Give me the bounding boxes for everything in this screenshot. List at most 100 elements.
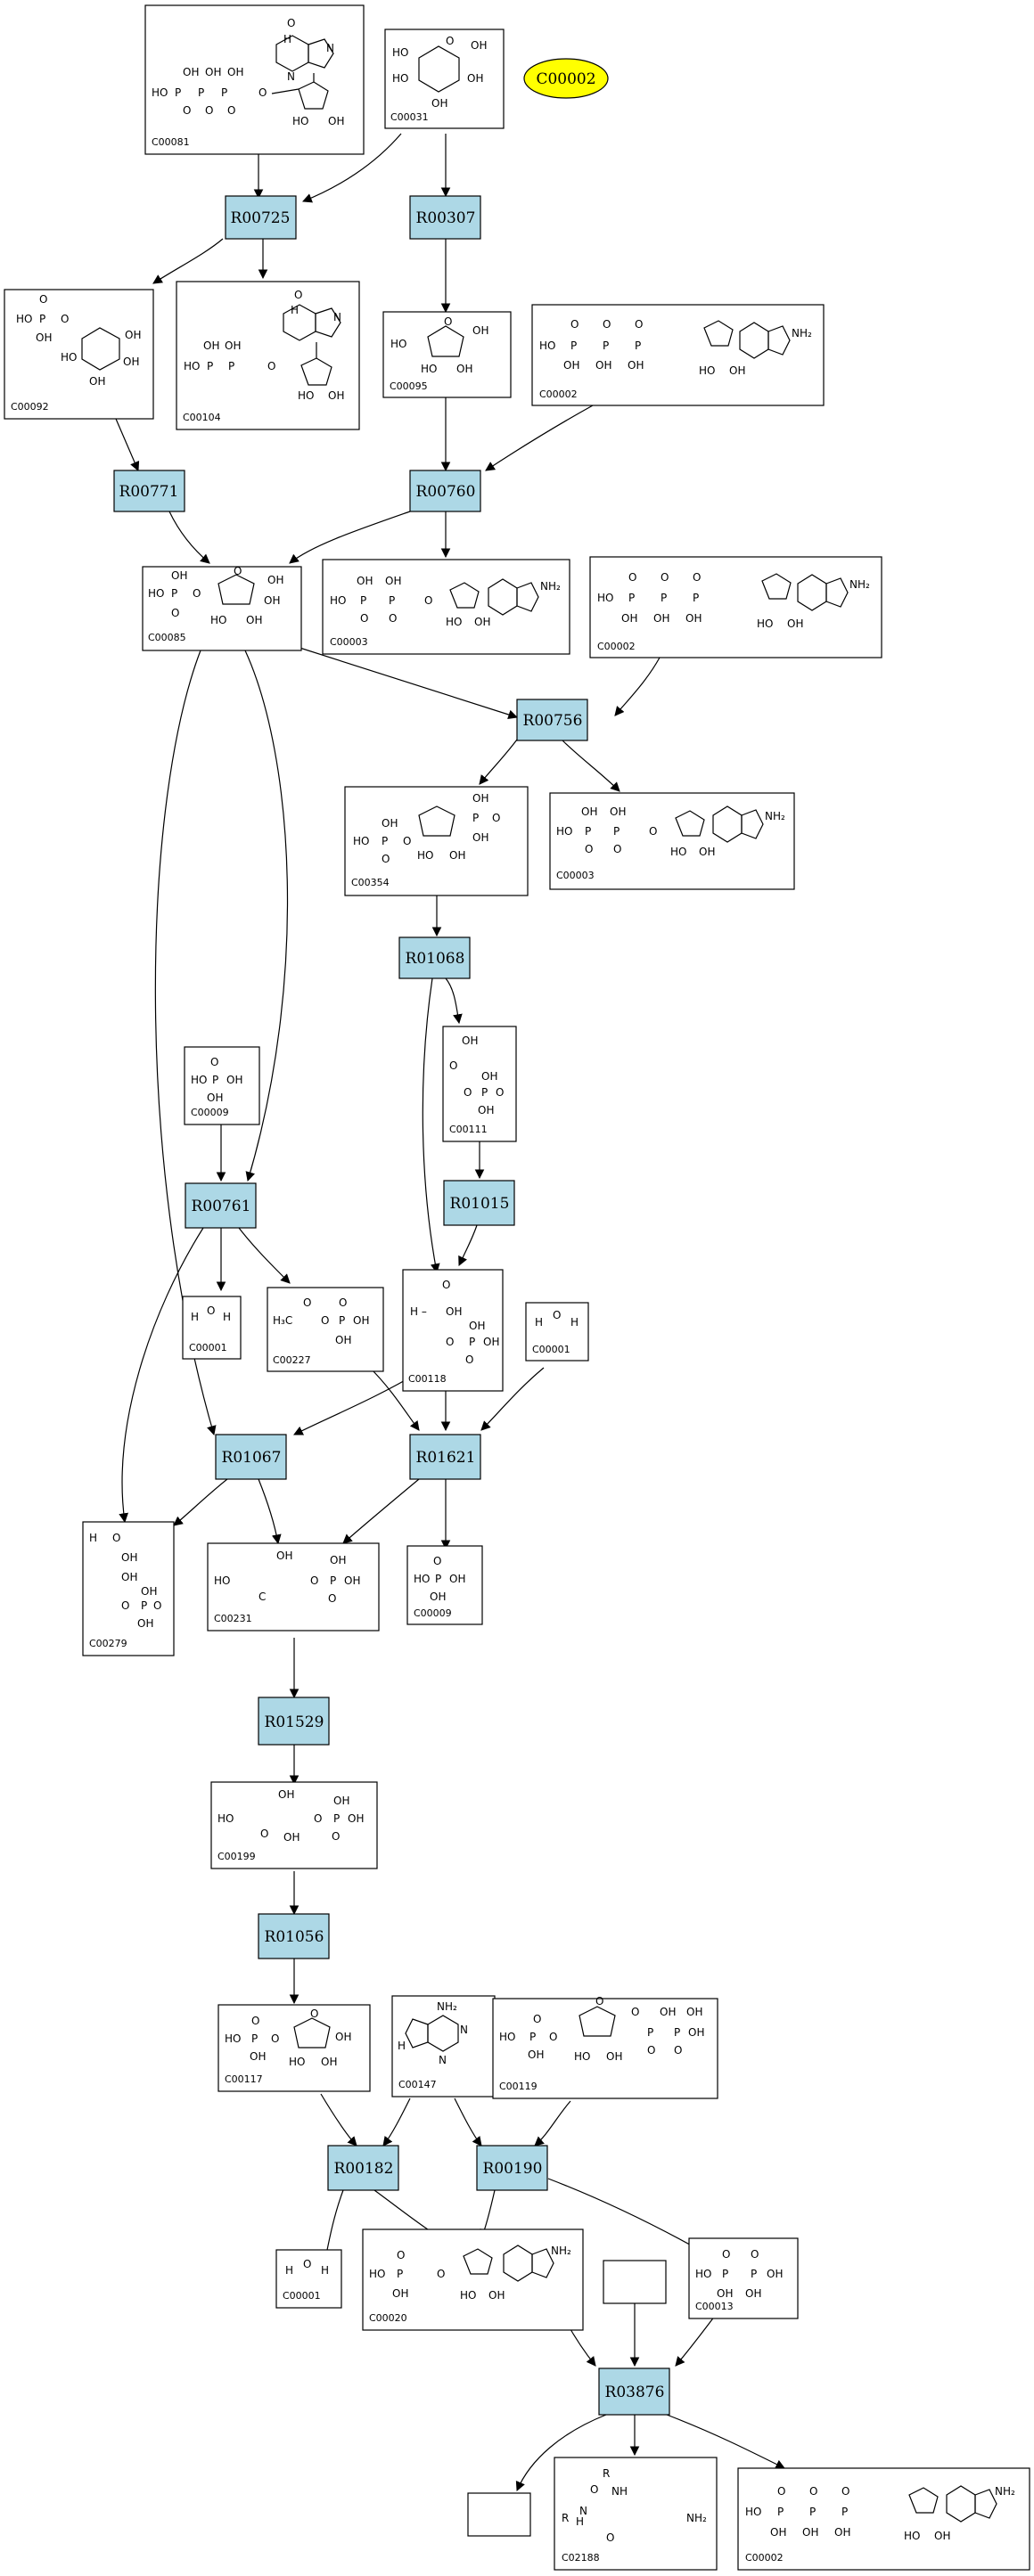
empty-compound-box[interactable] bbox=[467, 2492, 531, 2537]
ring bbox=[675, 810, 705, 837]
reaction-r01056[interactable]: R01056 bbox=[258, 1913, 330, 1959]
compound-id: C00354 bbox=[351, 877, 390, 888]
atom: OH bbox=[431, 97, 447, 110]
compound-id: C00111 bbox=[449, 1124, 488, 1135]
atom: O bbox=[628, 571, 636, 584]
reaction-r00725[interactable]: R00725 bbox=[225, 195, 297, 240]
reaction-r00307[interactable]: R00307 bbox=[409, 195, 481, 240]
atom: O bbox=[234, 565, 242, 577]
compound-c00009[interactable]: O HO P OH OH C00009 bbox=[184, 1046, 260, 1125]
compound-c00013[interactable]: O O HO P P OH OH OH C00013 bbox=[688, 2237, 799, 2319]
compound-c00118[interactable]: O H – OH OH O P OH O C00118 bbox=[402, 1269, 504, 1392]
atom: O bbox=[553, 1309, 561, 1321]
compound-c00279[interactable]: H O OH OH OH O P O OH C00279 bbox=[82, 1521, 175, 1656]
atom: O bbox=[328, 1592, 336, 1605]
reaction-r00761[interactable]: R00761 bbox=[185, 1182, 257, 1229]
atom: HO bbox=[210, 614, 226, 626]
reaction-r01621[interactable]: R01621 bbox=[409, 1434, 481, 1480]
highlight-compound-c00002[interactable]: C00002 bbox=[523, 58, 609, 99]
reaction-r00182[interactable]: R00182 bbox=[327, 2145, 399, 2191]
atom: OH bbox=[125, 329, 141, 341]
reaction-r01529[interactable]: R01529 bbox=[258, 1697, 330, 1746]
atom: OH bbox=[121, 1571, 137, 1583]
compound-c00119[interactable]: O O OH OH P P OH O HO P O OH O O HO OH C… bbox=[492, 1995, 718, 2099]
compound-c00111[interactable]: OH O OH O P O OH C00111 bbox=[442, 1026, 517, 1142]
compound-c00092[interactable]: O HO P O OH OH HO OH OH C00092 bbox=[4, 289, 154, 420]
atom: OH bbox=[278, 1788, 294, 1801]
atom: OH bbox=[344, 1574, 360, 1587]
atom: H bbox=[576, 2515, 584, 2528]
edge bbox=[293, 645, 519, 720]
empty-compound-box[interactable] bbox=[603, 2260, 667, 2304]
atom: HO bbox=[353, 835, 369, 847]
compound-c00117[interactable]: O OH O HO P O OH HO OH C00117 bbox=[217, 2004, 371, 2092]
atom: HO bbox=[556, 825, 572, 838]
compound-c00001[interactable]: H O H C00001 bbox=[182, 1296, 242, 1360]
compound-id: C02188 bbox=[562, 2552, 600, 2564]
compound-c00227[interactable]: O O H₃C O P OH OH C00227 bbox=[267, 1287, 384, 1372]
atom: P bbox=[382, 835, 388, 847]
atom: O bbox=[294, 289, 302, 301]
atom: HO bbox=[184, 360, 200, 372]
compound-c00147[interactable]: NH₂ N N H C00147 bbox=[391, 1995, 496, 2098]
atom: O bbox=[661, 571, 669, 584]
compound-c00001[interactable]: H O H C00001 bbox=[275, 2249, 342, 2309]
edge bbox=[322, 2189, 344, 2261]
compound-c00001[interactable]: H O H C00001 bbox=[525, 1302, 589, 1362]
reaction-r01067[interactable]: R01067 bbox=[215, 1434, 287, 1480]
atom: N bbox=[287, 70, 295, 83]
atom: O bbox=[603, 318, 611, 331]
edge bbox=[244, 650, 289, 1182]
edge bbox=[479, 739, 518, 785]
compound-c00003[interactable]: OH OH HO P P O NH₂ O O HO OH C00003 bbox=[549, 792, 795, 890]
compound-id: C00002 bbox=[745, 2552, 784, 2564]
atom: OH bbox=[430, 1591, 446, 1603]
atom: P bbox=[435, 1573, 441, 1585]
reaction-r00771[interactable]: R00771 bbox=[113, 470, 185, 512]
reaction-r00190[interactable]: R00190 bbox=[476, 2145, 548, 2191]
atom: O bbox=[303, 1296, 311, 1309]
compound-id: C00085 bbox=[148, 632, 186, 643]
compound-c00002[interactable]: O O O HO P P P NH₂ OH OH OH HO OH C00002 bbox=[531, 304, 825, 406]
reaction-label: R01015 bbox=[450, 1195, 510, 1213]
compound-c00231[interactable]: OH OH HO O P OH C O C00231 bbox=[207, 1542, 380, 1631]
edge bbox=[422, 977, 440, 1274]
compound-c00002[interactable]: O O O HO P P P NH₂ OH OH OH HO OH C00002 bbox=[589, 556, 882, 658]
reaction-r00760[interactable]: R00760 bbox=[409, 470, 481, 512]
reaction-r03876[interactable]: R03876 bbox=[598, 2367, 670, 2416]
atom: OH bbox=[717, 2287, 733, 2300]
edge bbox=[382, 2098, 411, 2147]
compound-c00031[interactable]: O OH HO HO OH OH C00031 bbox=[384, 29, 505, 129]
atom: H bbox=[283, 33, 291, 45]
atom: P bbox=[613, 825, 620, 838]
compound-c00095[interactable]: O OH HO HO OH C00095 bbox=[382, 311, 512, 398]
reaction-label: R00307 bbox=[416, 209, 476, 227]
compound-c00085[interactable]: O OH OH HO P O O OH HO OH C00085 bbox=[142, 565, 302, 651]
atom: OH bbox=[382, 817, 398, 830]
reaction-r01068[interactable]: R01068 bbox=[398, 936, 471, 979]
compound-c00081[interactable]: O H N N OH OH OH HO P P P O O O O HO OH … bbox=[144, 4, 365, 155]
compound-c02188[interactable]: R O NH R H N O NH₂ C02188 bbox=[554, 2457, 718, 2571]
compound-c00199[interactable]: OH OH HO O P OH O OH O C00199 bbox=[210, 1781, 378, 1869]
edge bbox=[301, 133, 402, 203]
compound-id: C00001 bbox=[189, 1342, 227, 1353]
atom: OH bbox=[621, 612, 637, 625]
atom: HO bbox=[148, 587, 164, 600]
compound-c00002[interactable]: O O O HO P P P NH₂ OH OH OH HO OH C00002 bbox=[737, 2467, 1030, 2571]
compound-c00009[interactable]: O HO P OH OH C00009 bbox=[406, 1545, 483, 1625]
atom: NH₂ bbox=[437, 2000, 457, 2013]
reaction-r00756[interactable]: R00756 bbox=[516, 699, 588, 741]
compound-c00354[interactable]: OH P O OH OH HO P O O HO OH C00354 bbox=[344, 786, 529, 896]
atom: O bbox=[287, 17, 295, 29]
atom: OH bbox=[581, 806, 597, 818]
atom: R bbox=[603, 2467, 610, 2480]
reaction-r01015[interactable]: R01015 bbox=[443, 1180, 515, 1226]
ring bbox=[418, 806, 455, 837]
ring bbox=[516, 582, 539, 612]
compound-c00104[interactable]: O H N OH OH HO P P O HO OH C00104 bbox=[176, 281, 360, 430]
atom: P bbox=[529, 2031, 536, 2043]
compound-c00020[interactable]: O HO P O OH NH₂ HO OH C00020 bbox=[362, 2228, 584, 2331]
atom: P bbox=[628, 592, 635, 604]
compound-c00003[interactable]: OH OH HO P P O NH₂ O O HO OH C00003 bbox=[322, 559, 570, 655]
